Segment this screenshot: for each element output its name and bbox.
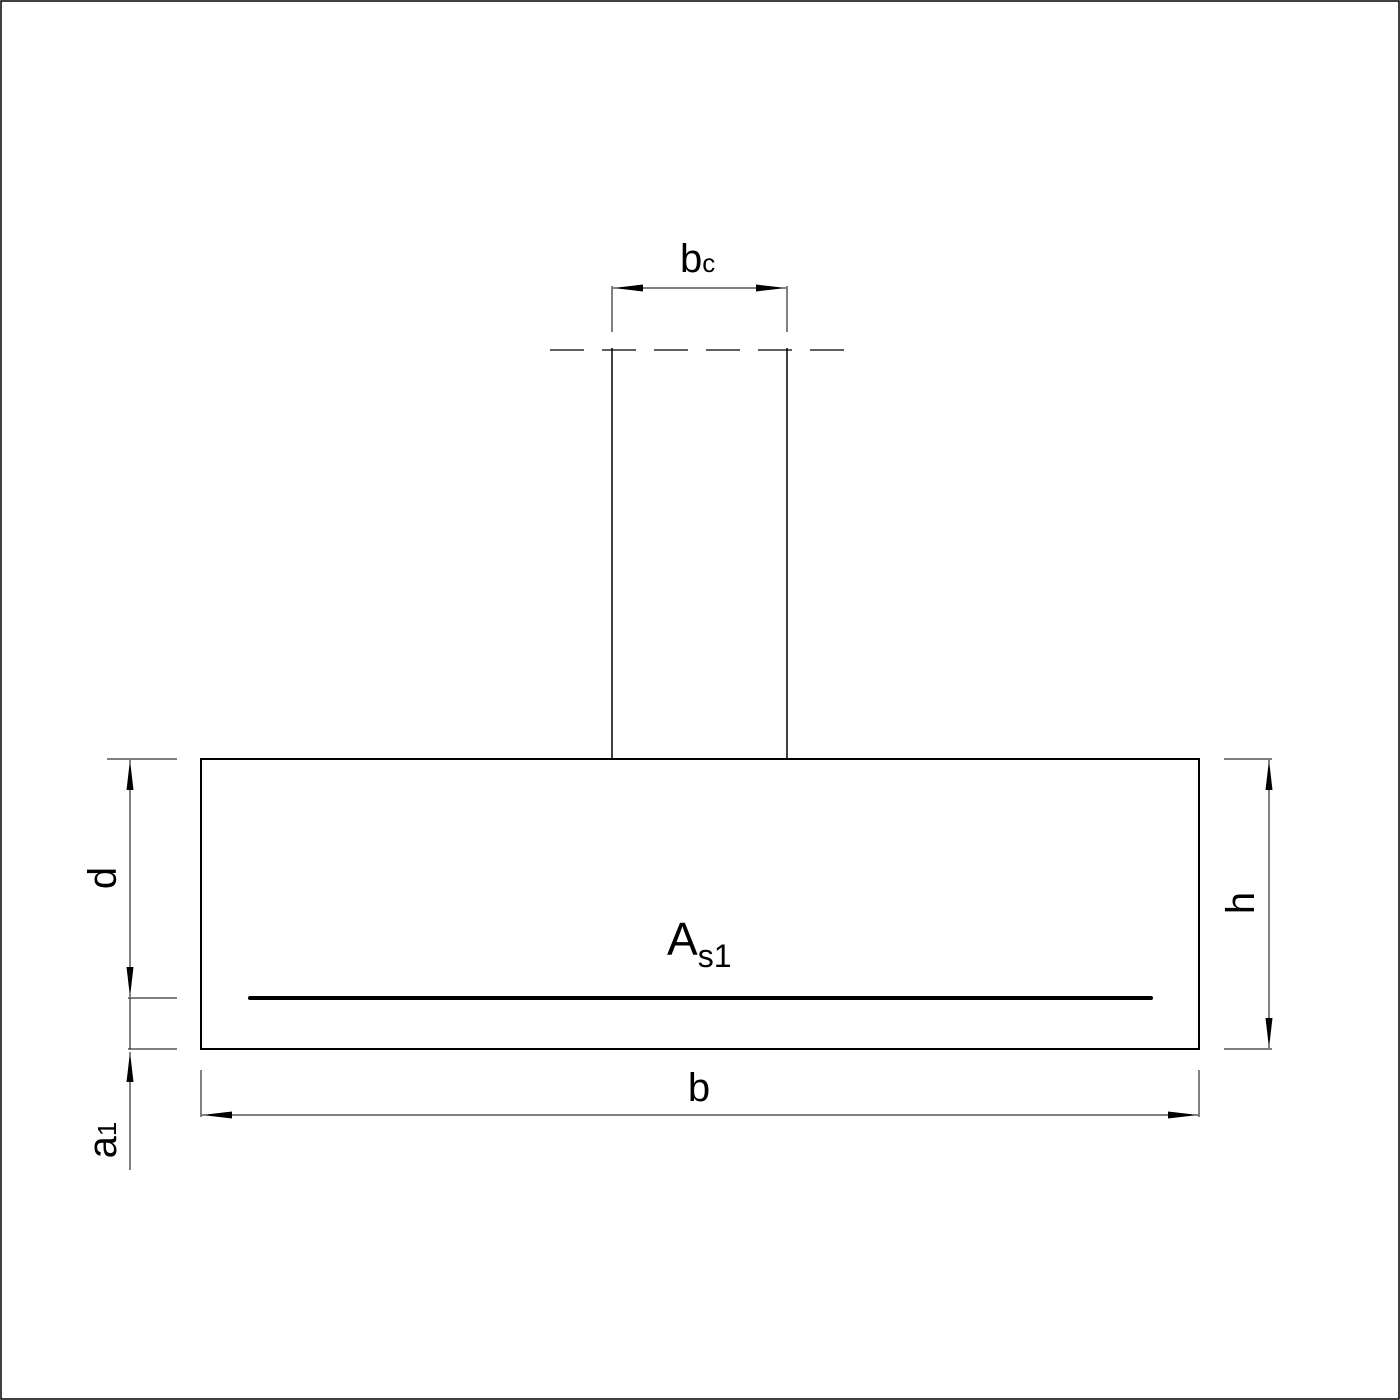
d-label: d <box>81 867 125 889</box>
h-label: h <box>1219 892 1263 914</box>
b-label: b <box>688 1066 710 1110</box>
a1-label: a1 <box>81 1122 125 1159</box>
footing-outline <box>200 758 1200 1050</box>
footing-width-dimension: b <box>200 1066 1200 1119</box>
column <box>550 348 852 759</box>
column-width-dimension: bc <box>611 237 788 332</box>
height-dimension: h <box>1219 758 1273 1050</box>
effective-depth-dimension: d <box>81 758 177 999</box>
bc-label: bc <box>680 237 715 281</box>
cover-dimension: a1 <box>81 998 177 1170</box>
reinforcement-label: As1 <box>667 913 731 974</box>
